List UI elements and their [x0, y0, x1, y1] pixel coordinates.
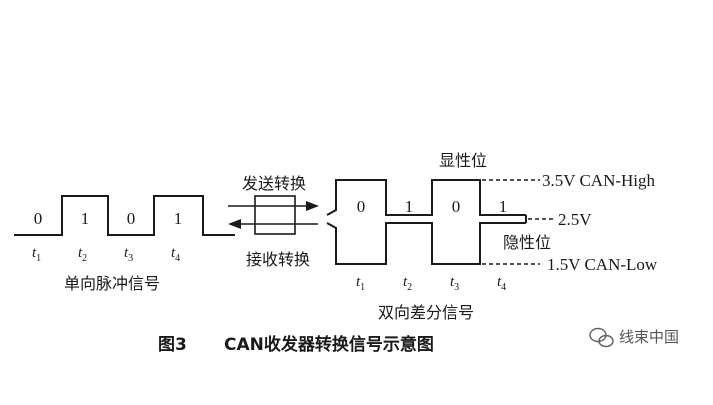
unipolar-bit-3: 0	[127, 209, 136, 228]
receive-arrow	[228, 219, 318, 229]
unipolar-bit-4: 1	[174, 209, 183, 228]
differential-bit-2: 1	[405, 197, 414, 216]
differential-bit-3: 0	[452, 197, 461, 216]
differential-time-2: t2	[403, 274, 412, 293]
recessive-bit-label: 隐性位	[503, 233, 551, 252]
differential-time-3: t3	[450, 274, 459, 293]
unipolar-time-3: t3	[124, 245, 133, 264]
unipolar-caption: 单向脉冲信号	[64, 274, 160, 293]
differential-signal: 显性位 3.5V CAN-High 2.5V 1.5V CAN-Low 隐性位 …	[326, 151, 658, 322]
unipolar-time-2: t2	[78, 245, 87, 264]
unipolar-bit-2: 1	[81, 209, 90, 228]
conversion-block: 发送转换 接收转换	[228, 174, 319, 269]
differential-time-4: t4	[497, 274, 506, 293]
level-high-label: 3.5V CAN-High	[542, 171, 656, 190]
figure-title: CAN收发器转换信号示意图	[224, 334, 434, 355]
dominant-bit-label: 显性位	[439, 151, 487, 170]
differential-bit-4: 1	[499, 197, 508, 216]
conversion-frame	[254, 195, 296, 235]
unipolar-pulse-signal: 0 1 0 1 t1 t2 t3 t4 单向脉冲信号	[14, 195, 235, 293]
level-low-label: 1.5V CAN-Low	[547, 255, 658, 274]
watermark: 线束中国	[589, 327, 679, 348]
figure-caption: 图3 CAN收发器转换信号示意图	[158, 334, 434, 355]
can-low-trace	[326, 222, 526, 265]
differential-time-1: t1	[356, 274, 365, 293]
unipolar-waveform	[14, 195, 235, 236]
differential-bit-1: 0	[357, 197, 366, 216]
can-high-trace	[326, 179, 526, 216]
wechat-icon	[589, 327, 614, 348]
send-conversion-label: 发送转换	[242, 174, 306, 193]
unipolar-bit-1: 0	[34, 209, 43, 228]
watermark-text: 线束中国	[619, 328, 679, 346]
receive-conversion-label: 接收转换	[246, 250, 310, 269]
send-arrow	[228, 201, 319, 211]
unipolar-time-1: t1	[32, 245, 41, 264]
level-mid-label: 2.5V	[558, 210, 592, 229]
unipolar-time-4: t4	[171, 245, 180, 264]
figure-number: 图3	[158, 335, 187, 355]
differential-caption: 双向差分信号	[378, 303, 474, 322]
